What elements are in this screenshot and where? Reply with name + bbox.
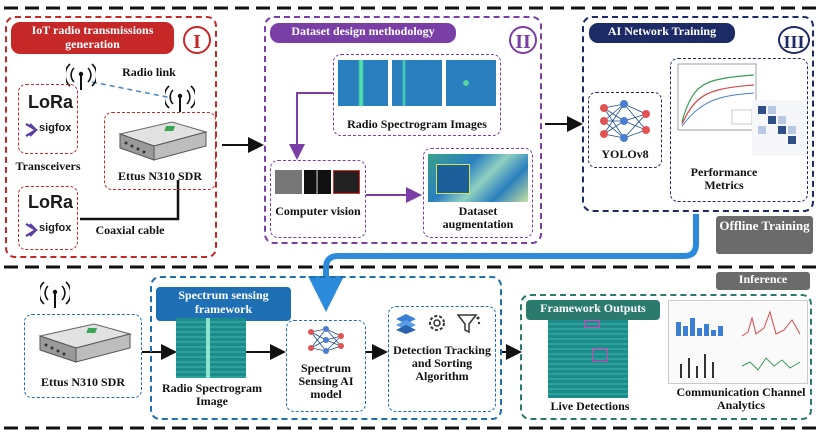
radio-link-line [91, 81, 173, 99]
augmentation-tile [436, 164, 470, 194]
training-curves-plot [677, 63, 757, 131]
algorithm-label: Detection Tracking and Sorting Algorithm [393, 343, 491, 384]
stage1-panel [5, 16, 217, 258]
spectrogram-signal-trace [206, 318, 210, 378]
framework-title: Spectrum sensing framework [156, 287, 291, 321]
transceiver-bottom [18, 186, 78, 250]
transceivers-label: Transceivers [15, 159, 81, 173]
antenna-icon [66, 63, 96, 90]
stage3-roman: III [778, 26, 810, 54]
analytics-charts [676, 310, 801, 378]
offline-training-tag: Offline Training [716, 216, 813, 254]
inference-spectrogram-tile [176, 318, 246, 378]
metrics-label: Performance Metrics [690, 165, 758, 193]
spectrogram-tile [338, 60, 388, 106]
arrow-spectrogram-to-cv [289, 92, 333, 160]
inference-spectrogram-label: Radio Spectrogram Image [161, 381, 263, 409]
neural-network-icon [600, 100, 650, 142]
framework-panel [150, 276, 502, 420]
lora-logo: LoRa [28, 92, 73, 112]
antenna-icon [40, 281, 70, 308]
outputs-title: Framework Outputs [526, 300, 660, 320]
sdr-label-stage1: Ettus N310 SDR [117, 169, 202, 183]
augmentation-panel [423, 148, 533, 238]
stage2-title: Dataset design methodology [270, 23, 456, 43]
yolo-panel [588, 92, 662, 168]
transceiver-top [18, 84, 78, 154]
coaxial-cable-line [80, 180, 180, 221]
sigfox-text: sigfox [39, 222, 72, 234]
stage1-title: IoT radio transmissions generation [11, 22, 174, 54]
cv-label: Computer vision [275, 204, 361, 218]
sdr-panel-stage1 [104, 112, 216, 190]
cv-panel [270, 160, 366, 238]
gear-icon [429, 315, 445, 331]
sdr-panel-inference [24, 314, 142, 398]
cv-tile [275, 170, 302, 194]
neural-network-icon [308, 326, 344, 354]
sigfox-logo: sigfox [24, 222, 74, 238]
stage2-panel [264, 16, 542, 244]
radio-link-label: Radio link [122, 65, 176, 79]
detection-box [592, 348, 608, 362]
analytics-label: Communication Channel Analytics [676, 385, 806, 413]
sigfox-text: sigfox [39, 122, 72, 134]
lora-logo: LoRa [28, 192, 73, 212]
antenna-icon [165, 85, 195, 112]
outputs-panel [520, 294, 812, 420]
spectrogram-tile [446, 60, 496, 106]
stage1-roman: I [183, 26, 211, 54]
live-detections-tile [548, 320, 628, 398]
sigfox-logo: sigfox [24, 122, 74, 138]
stage3-panel [582, 16, 814, 212]
spectrogram-tile [392, 60, 442, 106]
analytics-dashboard [668, 300, 808, 384]
sdr-device-icon [118, 121, 208, 161]
coaxial-cable-label: Coaxial cable [95, 223, 165, 237]
confusion-matrix [752, 100, 806, 156]
cv-tile [304, 170, 331, 194]
ai-model-panel [286, 320, 366, 412]
algorithm-panel [388, 306, 496, 412]
spectrogram-panel [333, 54, 501, 136]
stage3-title: AI Network Training [589, 23, 735, 43]
cv-tile [333, 170, 360, 194]
detection-box [584, 320, 600, 328]
ai-model-label: Spectrum Sensing AI model [298, 361, 354, 402]
filter-icon [456, 314, 481, 334]
sdr-device-icon [38, 323, 132, 363]
sdr-label-inference: Ettus N310 SDR [40, 375, 125, 389]
arrow-offline-to-inference [308, 214, 699, 312]
live-detections-label: Live Detections [550, 399, 630, 413]
sigfox-icon [25, 223, 38, 237]
sigfox-icon [25, 123, 38, 137]
stage2-roman: II [509, 26, 537, 54]
spectrogram-images-label: Radio Spectrogram Images [347, 117, 487, 131]
augmentation-label: Dataset augmentation [442, 204, 514, 232]
layers-icon [396, 314, 416, 334]
metrics-panel [670, 58, 808, 202]
yolo-label: YOLOv8 [601, 147, 649, 161]
inference-tag: Inference [716, 272, 810, 290]
